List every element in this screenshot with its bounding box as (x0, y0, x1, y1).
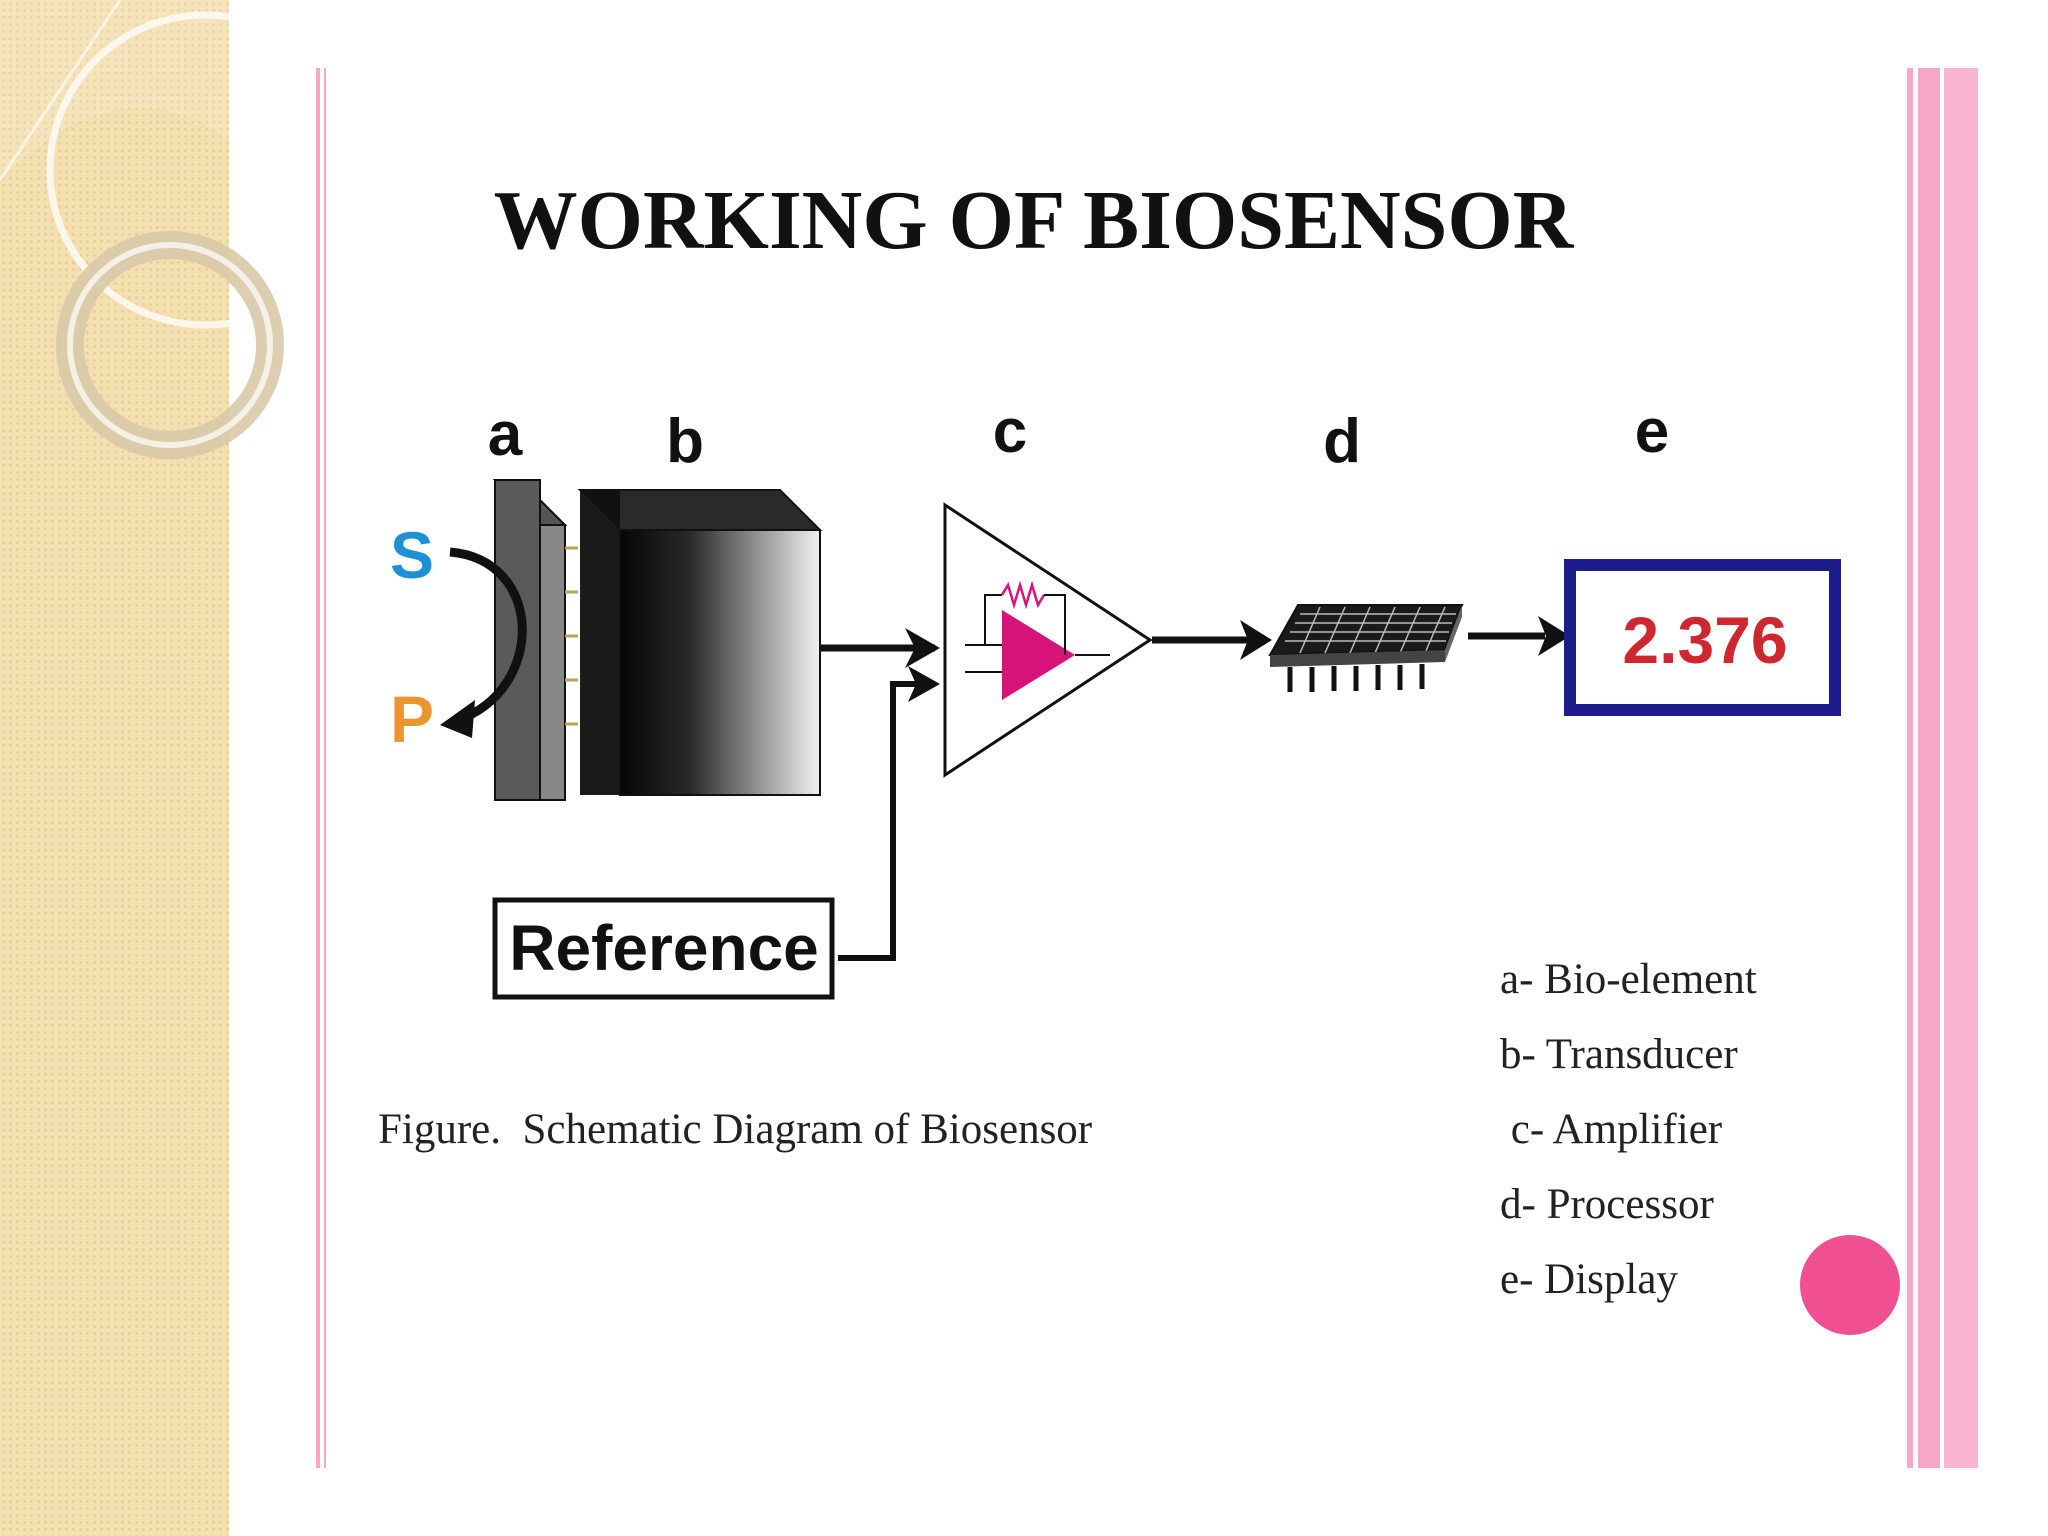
reference-box (492, 897, 835, 1000)
amplifier-symbol (943, 502, 1153, 778)
component-legend: a- Bio-element b- Transducer c- Amplifie… (1500, 955, 1757, 1330)
accent-dot (1800, 1235, 1900, 1335)
stage-letter-c: c (993, 397, 1027, 466)
reference-label: Reference (509, 912, 819, 984)
stage-letter-b: b (666, 407, 704, 476)
substrate-label: S (390, 518, 434, 592)
stage-letter-e: e (1635, 397, 1669, 466)
stage-letter-d: d (1323, 407, 1361, 476)
legend-item-transducer: b- Transducer (1500, 1031, 1738, 1078)
stage-letter-a: a (488, 400, 523, 469)
figure-caption: Figure. Schematic Diagram of Biosensor (378, 1106, 1093, 1153)
product-label: P (390, 682, 434, 756)
display-frame (1564, 559, 1841, 716)
legend-item-processor: d- Processor (1500, 1181, 1714, 1228)
transducer-block (577, 489, 823, 796)
legend-item-display: e- Display (1500, 1256, 1678, 1303)
slide-border-left (316, 68, 326, 1468)
decorative-rings (0, 0, 364, 459)
bio-element-plate (492, 479, 578, 801)
reference-feed-line (838, 681, 935, 961)
reaction-arrow-head (440, 700, 475, 738)
legend-item-amplifier: c- Amplifier (1500, 1106, 1723, 1153)
slide-title: WORKING OF BIOSENSOR (493, 174, 1574, 267)
stage-letters: a b c d e (488, 397, 1669, 476)
slide-border-right (1907, 68, 1978, 1468)
processor-chip (1268, 604, 1464, 692)
display-value: 2.376 (1622, 603, 1787, 677)
legend-item-bio-element: a- Bio-element (1500, 956, 1757, 1003)
reaction-arrow (449, 547, 527, 725)
